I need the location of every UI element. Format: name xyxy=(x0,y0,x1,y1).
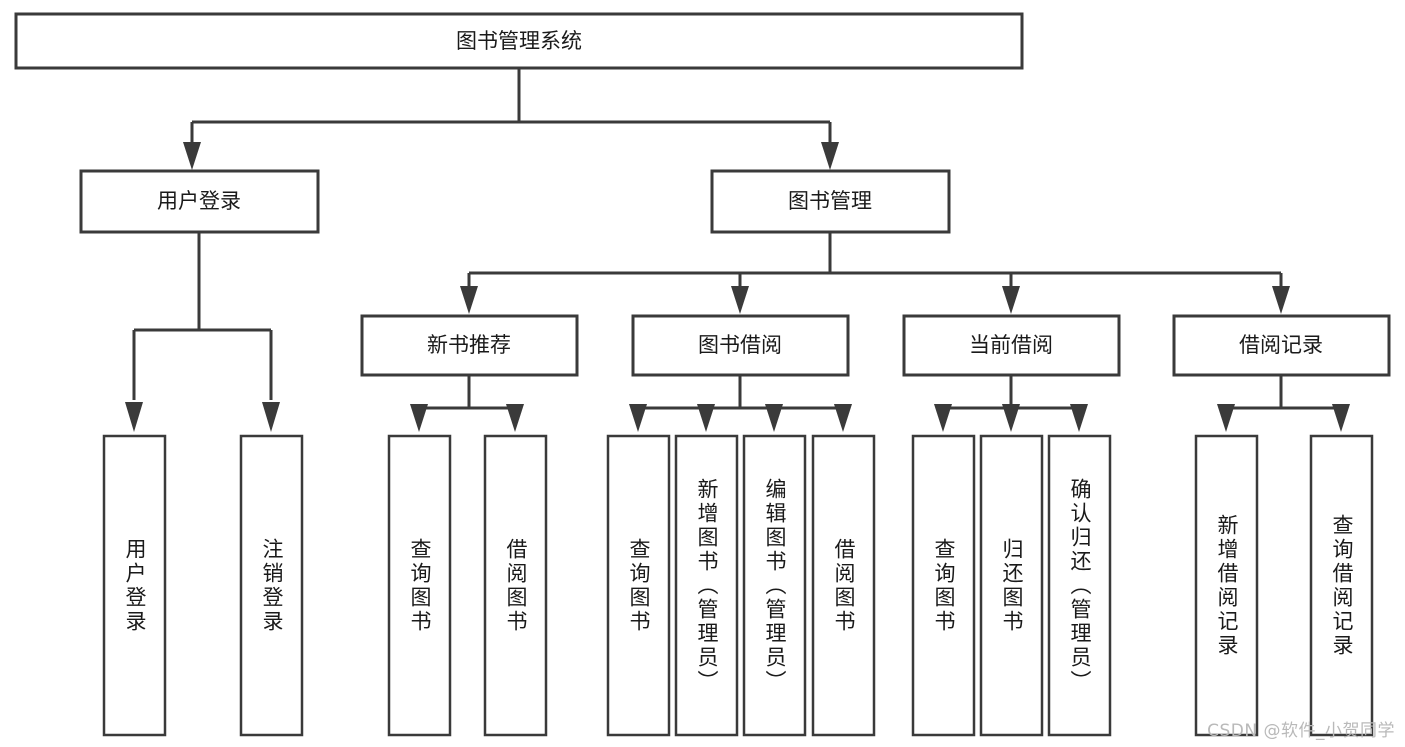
node-user-login-label: 用户登录 xyxy=(157,189,241,213)
csdn-watermark: CSDN @软件_小贺同学 xyxy=(1207,721,1395,741)
leaf-box-return-book xyxy=(979,434,1044,737)
node-current-borrow[interactable]: 当前借阅 xyxy=(902,314,1121,377)
leaf-box-borrow-book-2 xyxy=(811,434,876,737)
node-book-borrow-label: 图书借阅 xyxy=(698,333,782,357)
leaf-box-query-record xyxy=(1309,434,1374,737)
connector-current-to-leaves xyxy=(934,375,1088,432)
node-borrow-records[interactable]: 借阅记录 xyxy=(1172,314,1391,377)
connector-root-to-level2 xyxy=(183,68,839,170)
node-book-management[interactable]: 图书管理 xyxy=(710,169,951,234)
leaf-box-confirm-return xyxy=(1047,434,1112,737)
node-new-book-recommend[interactable]: 新书推荐 xyxy=(360,314,579,377)
leaf-box-add-record xyxy=(1194,434,1259,737)
leaf-box-borrow-book-1 xyxy=(483,434,548,737)
leaf-box-user-login xyxy=(102,434,167,737)
node-book-borrow[interactable]: 图书借阅 xyxy=(631,314,850,377)
leaf-boxes xyxy=(102,434,1374,737)
node-user-login[interactable]: 用户登录 xyxy=(79,169,320,234)
connector-bookmgmt-to-level3 xyxy=(460,232,1290,314)
node-root[interactable]: 图书管理系统 xyxy=(14,12,1024,70)
leaf-box-query-book-1 xyxy=(387,434,452,737)
node-new-book-recommend-label: 新书推荐 xyxy=(427,333,511,357)
node-borrow-records-label: 借阅记录 xyxy=(1239,333,1323,357)
leaf-box-query-book-2 xyxy=(606,434,671,737)
leaf-box-add-book xyxy=(674,434,739,737)
connector-newbook-to-leaves xyxy=(410,375,524,432)
node-current-borrow-label: 当前借阅 xyxy=(969,333,1053,357)
leaf-box-logout xyxy=(239,434,304,737)
node-root-label: 图书管理系统 xyxy=(456,29,582,53)
node-book-management-label: 图书管理 xyxy=(788,189,872,213)
connector-borrow-to-leaves xyxy=(629,375,852,432)
connector-userlogin-to-leaves xyxy=(125,232,280,432)
leaf-box-edit-book xyxy=(742,434,807,737)
connector-records-to-leaves xyxy=(1217,375,1350,432)
leaf-box-query-book-3 xyxy=(911,434,976,737)
